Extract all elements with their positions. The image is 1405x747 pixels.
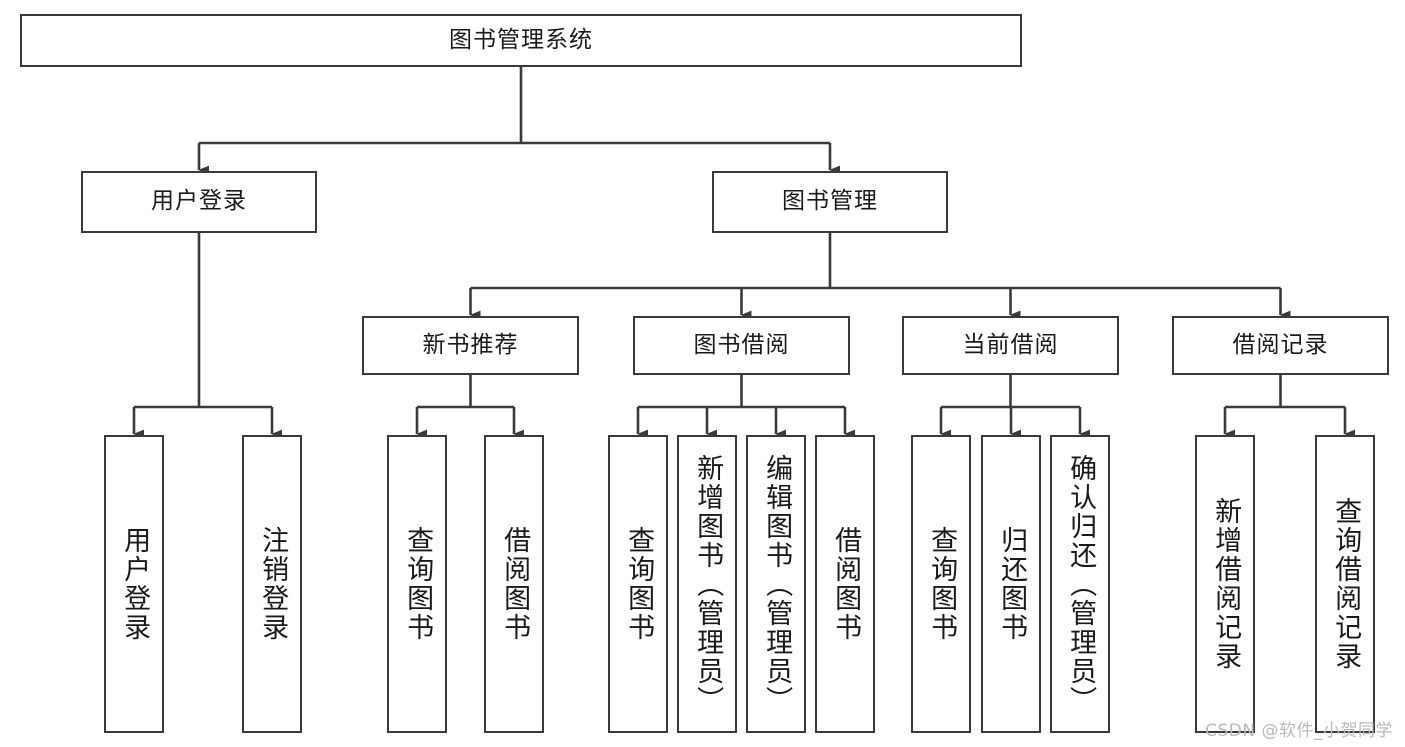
node-borrow-record[interactable]: 借阅记录 — [1172, 316, 1389, 375]
node-label: 新增借阅记录 — [1210, 497, 1242, 671]
node-label: 用户登录 — [119, 526, 151, 642]
node-leaf-logout[interactable]: 注销登录 — [242, 435, 302, 733]
node-label: 归还图书 — [996, 526, 1028, 642]
node-leaf-borrow-book-1[interactable]: 借阅图书 — [484, 435, 544, 733]
node-leaf-user-login[interactable]: 用户登录 — [104, 435, 164, 733]
node-leaf-return-book[interactable]: 归还图书 — [981, 435, 1041, 733]
node-label: 查询图书 — [623, 526, 655, 642]
node-label: 图书管理 — [782, 188, 878, 215]
node-root[interactable]: 图书管理系统 — [20, 14, 1022, 67]
node-label: 借阅图书 — [499, 526, 531, 642]
node-label: 查询借阅记录 — [1330, 497, 1362, 671]
node-leaf-add-record[interactable]: 新增借阅记录 — [1195, 435, 1255, 733]
node-user-login[interactable]: 用户登录 — [81, 171, 317, 233]
node-leaf-add-book[interactable]: 新增图书（管理员） — [677, 435, 737, 733]
node-label: 新书推荐 — [422, 331, 519, 358]
node-label: 确认归还（管理员） — [1065, 453, 1097, 715]
node-label: 图书管理系统 — [449, 26, 593, 53]
node-current-borrow[interactable]: 当前借阅 — [902, 316, 1119, 375]
node-label: 借阅记录 — [1232, 331, 1329, 358]
node-leaf-query-book-3[interactable]: 查询图书 — [911, 435, 971, 733]
node-leaf-query-record[interactable]: 查询借阅记录 — [1315, 435, 1375, 733]
node-label: 新增图书（管理员） — [692, 453, 724, 715]
node-label: 注销登录 — [257, 526, 289, 642]
node-book-manage[interactable]: 图书管理 — [712, 171, 948, 233]
node-leaf-edit-book[interactable]: 编辑图书（管理员） — [746, 435, 806, 733]
node-label: 查询图书 — [926, 526, 958, 642]
node-leaf-query-book-2[interactable]: 查询图书 — [608, 435, 668, 733]
node-leaf-query-book-1[interactable]: 查询图书 — [387, 435, 447, 733]
node-label: 查询图书 — [402, 526, 434, 642]
node-new-book-rec[interactable]: 新书推荐 — [362, 316, 579, 375]
node-label: 编辑图书（管理员） — [761, 453, 793, 715]
node-leaf-borrow-book-2[interactable]: 借阅图书 — [815, 435, 875, 733]
node-book-borrow[interactable]: 图书借阅 — [633, 316, 850, 375]
node-leaf-confirm-return[interactable]: 确认归还（管理员） — [1050, 435, 1110, 733]
node-label: 当前借阅 — [962, 331, 1059, 358]
node-label: 用户登录 — [151, 188, 247, 215]
node-label: 借阅图书 — [830, 526, 862, 642]
node-label: 图书借阅 — [693, 331, 790, 358]
csdn-watermark: CSDN @软件_小贺同学 — [1205, 721, 1393, 741]
